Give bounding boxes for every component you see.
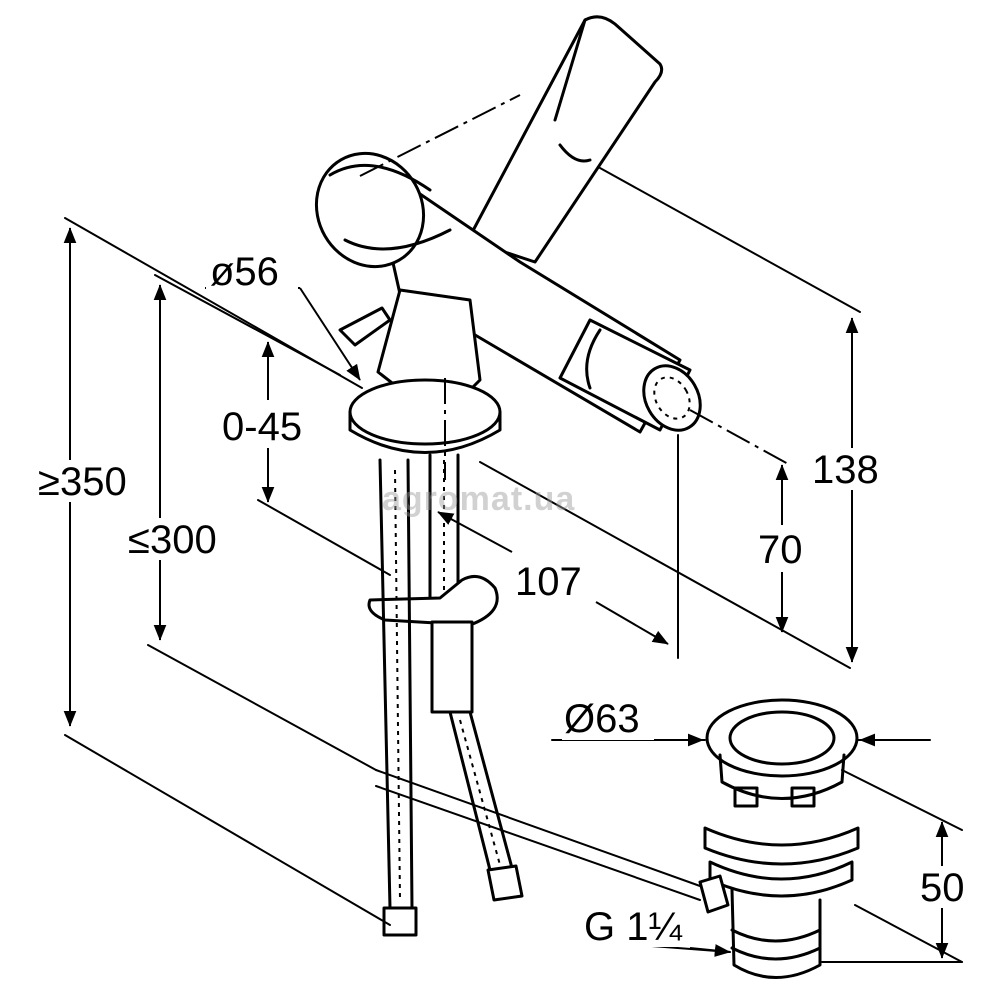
pop-up-waste [375, 698, 860, 979]
label-diameter-56: ø56 [210, 250, 279, 294]
mixer-base [338, 288, 502, 454]
label-max-300: ≤300 [128, 518, 217, 562]
label-dim-50: 50 [920, 866, 965, 910]
label-thread-g-1-1-4: G 1¼ [584, 905, 682, 949]
centerlines [359, 94, 791, 480]
dim-107-lower-arrow [595, 601, 669, 645]
label-min-350: ≥350 [38, 460, 127, 504]
mixer-handle [466, 15, 664, 264]
label-dim-107: 107 [515, 560, 582, 604]
spray-head [558, 318, 702, 432]
dimension-labels: ø56 0-45 ≥350 ≤300 107 138 70 Ø63 50 G 1… [36, 250, 978, 949]
extension-lines [64, 167, 963, 963]
label-diameter-63: Ø63 [564, 697, 640, 741]
mounting-set [367, 453, 524, 937]
label-dim-70: 70 [758, 528, 803, 572]
watermark-text: agromat.ua [382, 480, 575, 518]
dim-thread-arrow [689, 944, 731, 957]
dim-56-arrow [299, 287, 361, 381]
dimension-arrows [63, 227, 949, 959]
dim-107-upper-arrow [437, 511, 513, 553]
label-range-0-45: 0-45 [222, 405, 302, 449]
label-dim-138: 138 [812, 448, 879, 492]
